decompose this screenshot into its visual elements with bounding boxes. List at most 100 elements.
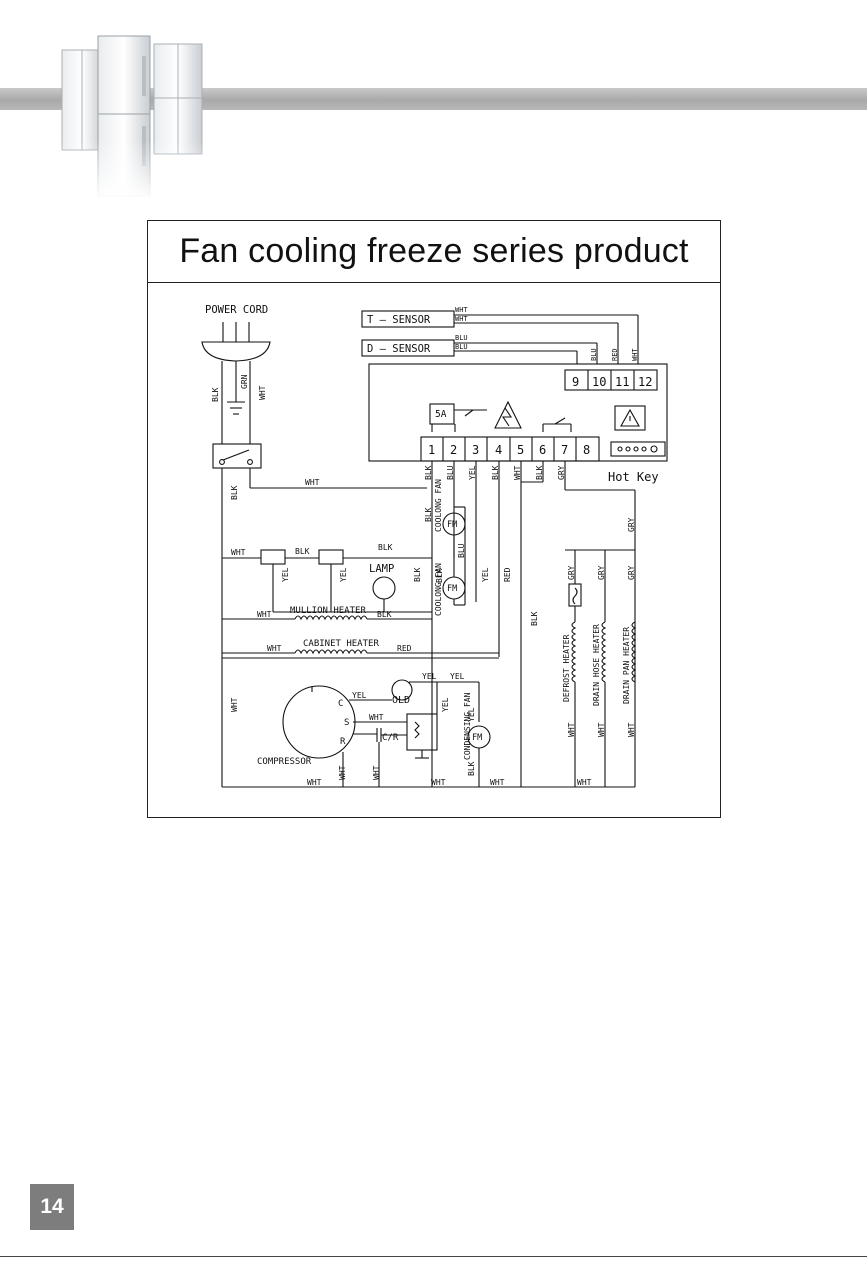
hot-key-label: Hot Key: [608, 470, 659, 484]
terminal-7: 7: [561, 443, 568, 457]
wire-t7-gry: GRY: [557, 465, 566, 480]
wire-t2-blu: BLU: [446, 465, 455, 480]
fm-label-3: FM: [472, 733, 482, 743]
fm-label-2: FM: [447, 584, 457, 594]
terminal-1: 1: [428, 443, 435, 457]
wire-cord-wht: WHT: [258, 385, 267, 400]
wire-t-wht-1: WHT: [455, 306, 468, 314]
wire-t6-blk: BLK: [535, 465, 544, 480]
wire-lamp-blk-3: BLK: [413, 567, 422, 582]
defrost-heater: [571, 621, 577, 683]
wire-defrost-wht: WHT: [567, 722, 576, 737]
wire-bus-wht-left: WHT: [230, 697, 239, 712]
wire-mullion-wht: WHT: [257, 610, 272, 619]
wire-s-wht: WHT: [631, 348, 639, 361]
main-switch: [212, 443, 262, 469]
wire-hose-wht: WHT: [597, 722, 606, 737]
terminal-4: 4: [495, 443, 502, 457]
wire-cord-grn: GRN: [240, 374, 249, 389]
compressor-r: R: [340, 737, 346, 747]
wire-cord-blk: BLK: [211, 387, 220, 402]
wire-lamp-yel-2: YEL: [339, 567, 348, 582]
old-label: OLD: [392, 695, 410, 706]
cooling-fan-label-1: COOLONG FAN: [434, 479, 443, 532]
mullion-heater-label: MULLION HEATER: [290, 606, 366, 616]
wire-heater-gry-top: GRY: [627, 517, 636, 532]
condensing-fan-label: CONDENSING FAN: [463, 692, 472, 760]
wire-t1-blk: BLK: [424, 465, 433, 480]
terminal-10: 10: [592, 375, 606, 389]
wire-bus-wht-4: WHT: [577, 778, 592, 787]
page-title: Fan cooling freeze series product: [179, 232, 689, 270]
refrigerator-product-icon: [58, 35, 208, 200]
cr-label: C/R: [382, 733, 399, 743]
drain-pan-heater: [631, 621, 637, 683]
defrost-heater-label: DEFROST HEATER: [562, 634, 571, 702]
diagram-title-box: Fan cooling freeze series product: [148, 221, 720, 283]
wire-relay-wht: WHT: [372, 765, 381, 780]
terminal-8: 8: [583, 443, 590, 457]
terminal-6: 6: [539, 443, 546, 457]
wire-t5-wht: WHT: [513, 465, 522, 480]
wire-t-wht-2: WHT: [455, 315, 468, 323]
wire-bus-blk: BLK: [230, 485, 239, 500]
t-sensor: [361, 310, 455, 328]
wire-relay-yel: YEL: [441, 697, 450, 712]
wire-comp-wht: WHT: [338, 765, 347, 780]
wire-pan-gry: GRY: [627, 565, 636, 580]
wire-main-blk: BLK: [530, 611, 539, 626]
wire-lamp-wht: WHT: [231, 548, 246, 557]
wire-comp-yel: YEL: [352, 691, 367, 700]
wire-fan-red: RED: [503, 567, 512, 582]
mullion-heater: [294, 615, 368, 621]
wire-defrost-gry: GRY: [567, 565, 576, 580]
wire-mullion-blk: BLK: [377, 610, 392, 619]
wire-hose-gry: GRY: [597, 565, 606, 580]
compressor-label: COMPRESSOR: [257, 757, 312, 767]
wire-cfan-blk: BLK: [467, 761, 476, 776]
terminal-11: 11: [615, 375, 629, 389]
page-number: 14: [30, 1184, 74, 1230]
fm-label-1: FM: [447, 520, 457, 530]
wire-cabinet-wht: WHT: [267, 644, 282, 653]
wire-d-blu-2: BLU: [455, 343, 468, 351]
wiring-diagram: POWER CORD T – SENSOR D – SENSOR 5A Hot …: [201, 304, 668, 788]
wire-s-red: RED: [611, 348, 619, 361]
wire-bus-wht-2: WHT: [431, 778, 446, 787]
terminal-12: 12: [638, 375, 652, 389]
wire-lamp-blk-2: BLK: [378, 543, 393, 552]
wire-fan-yel: YEL: [481, 567, 490, 582]
d-sensor: [361, 339, 455, 357]
diagram-frame: Fan cooling freeze series product: [147, 220, 721, 818]
cabinet-heater: [294, 649, 368, 655]
lamp-label: LAMP: [369, 563, 394, 575]
fuse-label: 5A: [435, 409, 447, 420]
compressor-s: S: [344, 718, 349, 728]
wire-pan-wht: WHT: [627, 722, 636, 737]
terminal-9: 9: [572, 375, 579, 389]
wire-lamp-blk-1: BLK: [295, 547, 310, 556]
wire-old-yel-1: YEL: [422, 672, 437, 681]
wire-fan-blu: BLU: [457, 543, 466, 558]
drain-pan-heater-label: DRAIN PAN HEATER: [622, 627, 631, 704]
cooling-fan-label-2: COOLONG FAN: [434, 563, 443, 616]
power-plug: [201, 341, 271, 362]
wire-fan-blk-1: BLK: [424, 507, 433, 522]
d-sensor-label: D – SENSOR: [367, 343, 431, 355]
wire-t3-yel: YEL: [468, 465, 477, 480]
wire-old-yel-2: YEL: [450, 672, 465, 681]
terminal-5: 5: [517, 443, 524, 457]
wire-bus-wht-1: WHT: [307, 778, 322, 787]
terminal-2: 2: [450, 443, 457, 457]
hot-key-connector: [610, 441, 666, 457]
compressor-c: C: [338, 699, 343, 709]
wire-cabinet-red: RED: [397, 644, 412, 653]
lamp-bulb: [372, 576, 396, 600]
terminal-3: 3: [472, 443, 479, 457]
bottom-divider: [0, 1256, 867, 1257]
cabinet-heater-label: CABINET HEATER: [303, 639, 379, 649]
drain-hose-heater: [601, 621, 607, 683]
wire-bus-wht-3: WHT: [490, 778, 505, 787]
wire-t4-blk: BLK: [491, 465, 500, 480]
wire-fan-blk-2: BLK: [435, 568, 444, 583]
